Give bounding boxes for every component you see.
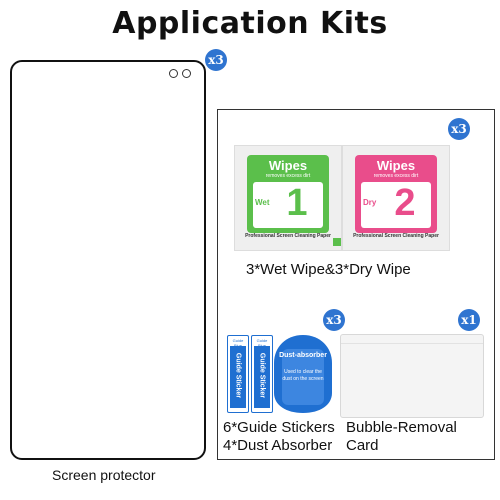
camera-hole-icon — [169, 69, 178, 78]
guide-sticker-text: Guide Sticker — [258, 352, 266, 399]
quantity-badge: x3 — [323, 309, 345, 331]
stickers-caption-line1: 6*Guide Stickers — [223, 419, 335, 436]
wet-wipe-footer: Professional Screen Cleaning Paper — [245, 233, 331, 239]
wet-wipe-sub: removes excess dirt — [265, 173, 311, 179]
guide-sticker-tab: Guide Blue — [256, 338, 268, 348]
dust-absorber-shape — [274, 335, 332, 413]
dry-wipe-packet: Wipes removes excess dirt Dry 2 Professi… — [342, 145, 450, 251]
dust-absorber-title: Dust-absorber — [279, 352, 327, 359]
guide-sticker-text: Guide Sticker — [234, 352, 242, 399]
dust-absorber: Dust-absorber Used to clear the dust on … — [272, 333, 334, 415]
wet-wipe-type: Wet — [255, 198, 270, 207]
dry-wipe-number: 2 — [394, 182, 416, 224]
screen-protector-label: Screen protector — [52, 467, 156, 483]
guide-sticker-tab: Guide Blue — [232, 338, 244, 348]
dust-absorber-note: Used to clear the dust on the screen — [282, 369, 324, 382]
guide-sticker: Guide Blue Guide Sticker — [227, 335, 249, 413]
quantity-badge: x3 — [205, 49, 227, 71]
stickers-caption-line2: 4*Dust Absorber — [223, 437, 333, 454]
wet-wipe-number: 1 — [286, 182, 308, 224]
card-caption-line2: Card — [346, 437, 379, 454]
dry-wipe-footer: Professional Screen Cleaning Paper — [353, 233, 439, 239]
wet-wipe-brand: Wipes — [268, 158, 308, 173]
quantity-badge: x1 — [458, 309, 480, 331]
guide-sticker: Guide Blue Guide Sticker — [251, 335, 273, 413]
screen-protector-outline — [10, 60, 206, 460]
page-title: Application Kits — [112, 6, 388, 41]
card-caption-line1: Bubble-Removal — [346, 419, 457, 436]
quantity-badge: x3 — [448, 118, 470, 140]
wet-wipe-packet: Wipes removes excess dirt Wet 1 Professi… — [234, 145, 342, 251]
dry-wipe-type: Dry — [363, 198, 377, 207]
dry-wipe-sub: removes excess dirt — [373, 173, 419, 179]
wipes-caption: 3*Wet Wipe&3*Dry Wipe — [246, 261, 411, 278]
bubble-removal-card — [340, 334, 484, 418]
dry-wipe-brand: Wipes — [376, 158, 416, 173]
camera-hole-icon — [182, 69, 191, 78]
